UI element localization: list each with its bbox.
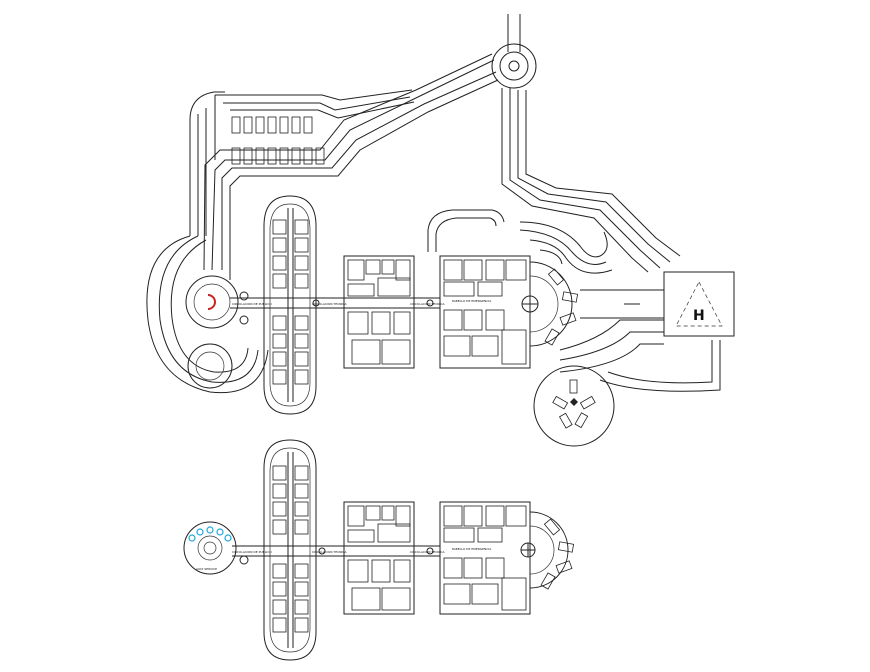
helipad-letter: H [693, 308, 705, 324]
upper-corridor-label-right: CIRCULACION TECNICA [410, 302, 446, 306]
lower-round-label: AUDI SERVICE [196, 567, 217, 571]
upper-corridor-label-left: CIRCULACION DE PUBLICO [232, 302, 272, 306]
lower-rotunda [533, 365, 615, 447]
upper-pabellon-label: PABELLO DE EMERGENCIA [452, 299, 492, 303]
lower-corridor-label-left: CIRCULACION DE PUBLICO [232, 550, 272, 554]
helipad: H [663, 271, 735, 337]
access-roads [146, 14, 721, 394]
parking-lot [231, 116, 325, 165]
upper-corridor-label-mid: CIRCULACION TECNICA [312, 302, 348, 306]
upper-floor: CIRCULACION DE PUBLICO CIRCULACION TECNI… [185, 195, 579, 415]
lower-corridor-label-mid: CIRCULACION TECNICA [312, 550, 348, 554]
lower-pabellon-label: PABELLO DE EMERGENCIA [452, 547, 492, 551]
lower-corridor-label-right: CIRCULACION TECNICA [410, 550, 446, 554]
lower-floor: AUDI SERVICE CIRCULACION DE PUBLICO CIRC… [183, 439, 575, 661]
